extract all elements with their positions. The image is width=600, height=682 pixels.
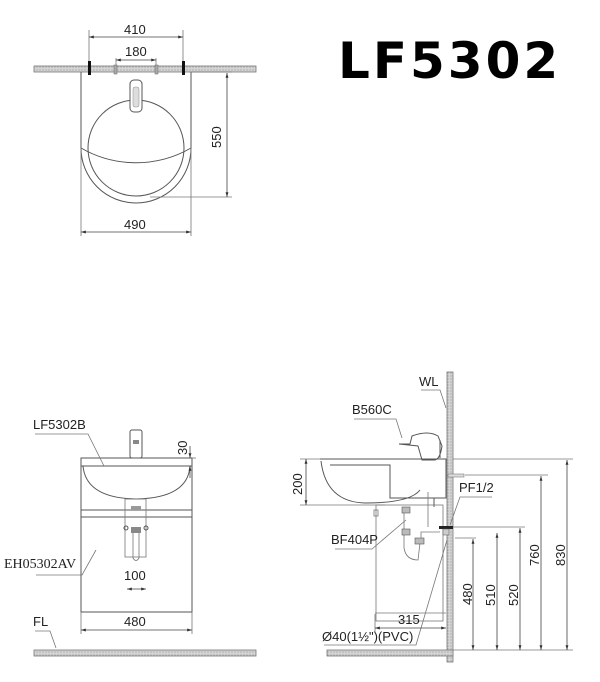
cabinet-side (375, 504, 444, 622)
dim-830: 830 (553, 544, 568, 566)
basin-rim-front (80, 457, 193, 467)
label-valve: PF1/2 (459, 480, 494, 495)
floor-strip (33, 649, 257, 657)
valve-icon (439, 526, 453, 529)
dim-550: 550 (209, 126, 224, 148)
basin-bowl-front (82, 465, 191, 500)
dim-200: 200 (290, 473, 305, 495)
dim-100: 100 (124, 568, 146, 583)
dim-520: 520 (506, 584, 521, 606)
label-basin: LF5302B (33, 417, 86, 432)
wall-side (446, 371, 454, 663)
dim-30: 30 (175, 441, 190, 455)
dim-480-front: 480 (124, 614, 146, 629)
cabinet-front (80, 465, 193, 613)
dim-480-side: 480 (460, 583, 475, 605)
dim-490: 490 (124, 217, 146, 232)
floor-side (326, 649, 454, 657)
dim-410: 410 (124, 22, 146, 37)
mount-bolt-left (88, 61, 91, 75)
dim-180: 180 (125, 44, 147, 59)
dim-510: 510 (483, 584, 498, 606)
wall-strip (33, 65, 257, 73)
label-faucet: B560C (352, 402, 392, 417)
basin-bowl-top (87, 99, 185, 197)
label-cabinet: EH05302AV (4, 557, 76, 572)
label-trap: BF404P (331, 532, 378, 547)
label-pipe: Ø40(1½")(PVC) (322, 629, 413, 644)
basin-side (320, 458, 447, 499)
dim-315: 315 (398, 612, 420, 627)
model-title: LF5302 (338, 32, 561, 90)
faucet-side-icon (398, 432, 443, 461)
side-view: WL B560C PF1/2 BF404P Ø40(1½")(PVC) 200 … (290, 371, 573, 663)
front-view: 30 100 480 LF5302B EH05302AV FL (4, 417, 257, 657)
top-view: 410 180 550 490 (33, 22, 257, 236)
label-floor: FL (33, 614, 48, 629)
dim-760: 760 (527, 544, 542, 566)
label-wall: WL (419, 374, 439, 389)
mount-bolt-right (182, 61, 185, 75)
